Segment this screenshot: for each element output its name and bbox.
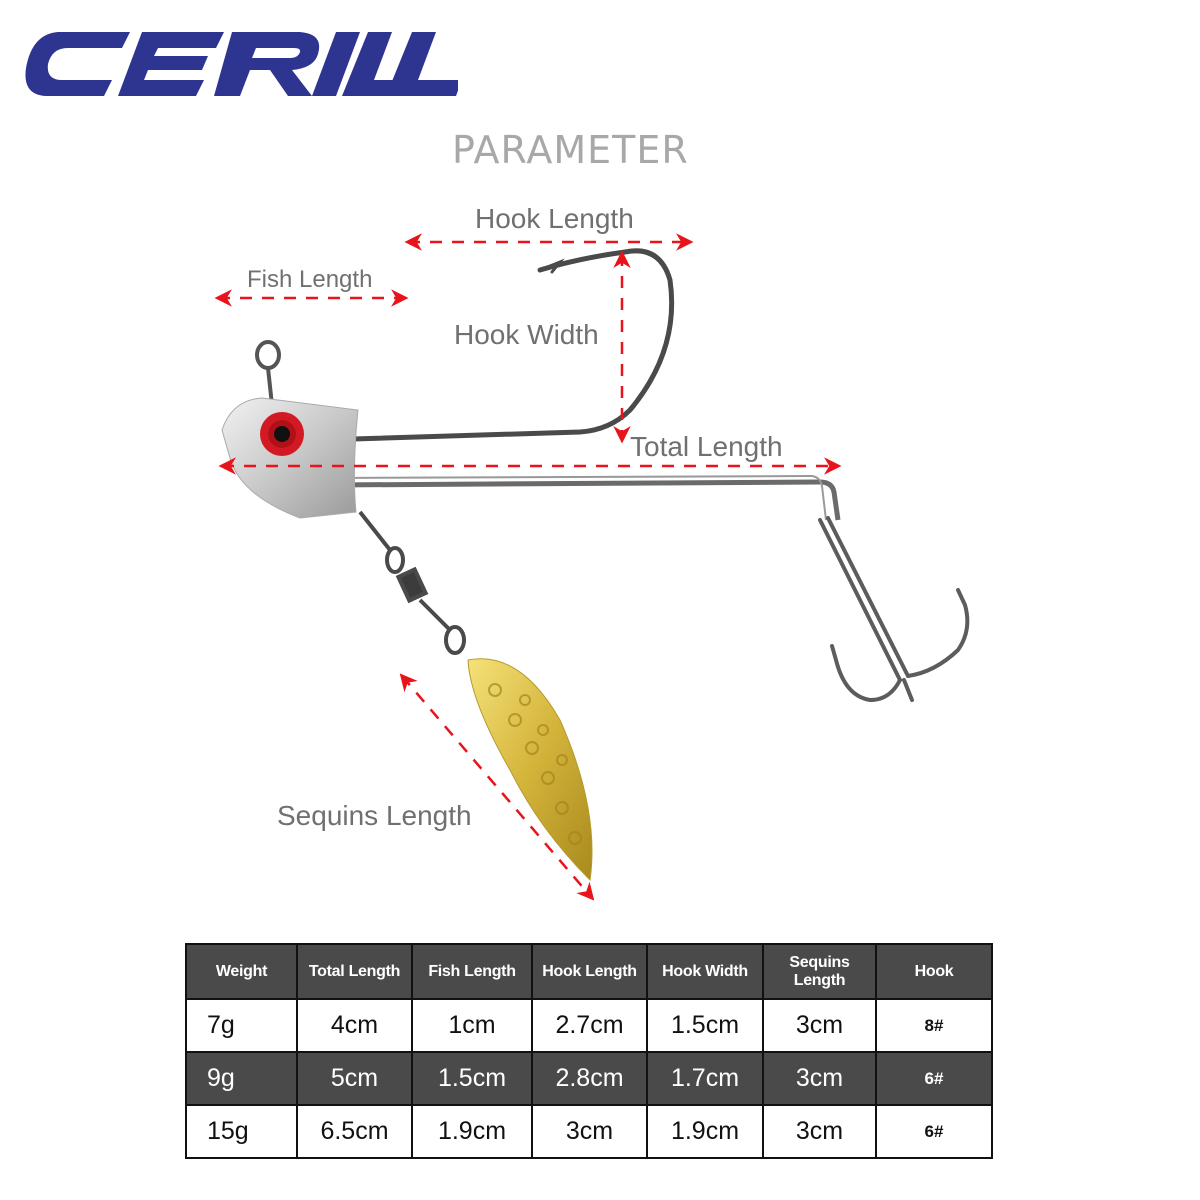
- table-row: 9g 5cm 1.5cm 2.8cm 1.7cm 3cm 6#: [185, 1051, 993, 1106]
- cell-hook-length: 3cm: [531, 1104, 648, 1159]
- table-row: 7g 4cm 1cm 2.7cm 1.5cm 3cm 8#: [185, 998, 993, 1053]
- cell-hook: 6#: [875, 1051, 993, 1106]
- fish-length-label: Fish Length: [247, 266, 373, 293]
- cell-weight: 15g: [185, 1104, 298, 1159]
- sequins-length-arrow: [399, 673, 595, 901]
- cell-total-length: 6.5cm: [296, 1104, 413, 1159]
- cell-hook-length: 2.8cm: [531, 1051, 648, 1106]
- header-weight: Weight: [185, 943, 298, 1000]
- cell-hook: 6#: [875, 1104, 993, 1159]
- cell-fish-length: 1.9cm: [411, 1104, 533, 1159]
- cell-total-length: 5cm: [296, 1051, 413, 1106]
- cell-weight: 7g: [185, 998, 298, 1053]
- cell-sequins-length: 3cm: [762, 998, 877, 1053]
- sequins-length-label: Sequins Length: [277, 800, 472, 831]
- total-length-label: Total Length: [630, 431, 783, 462]
- cell-hook-length: 2.7cm: [531, 998, 648, 1053]
- header-hook-width: Hook Width: [646, 943, 764, 1000]
- cell-hook: 8#: [875, 998, 993, 1053]
- cell-hook-width: 1.7cm: [646, 1051, 764, 1106]
- table-header-row: Weight Total Length Fish Length Hook Len…: [185, 943, 993, 1000]
- parameter-table: Weight Total Length Fish Length Hook Len…: [185, 943, 993, 1159]
- header-fish-length: Fish Length: [411, 943, 533, 1000]
- cell-total-length: 4cm: [296, 998, 413, 1053]
- cell-hook-width: 1.9cm: [646, 1104, 764, 1159]
- hook-length-label: Hook Length: [475, 203, 634, 234]
- jig-head-icon: [221, 397, 359, 519]
- cell-fish-length: 1.5cm: [411, 1051, 533, 1106]
- cell-sequins-length: 3cm: [762, 1051, 877, 1106]
- spinner-blade-icon: [467, 658, 593, 882]
- cell-weight: 9g: [185, 1051, 298, 1106]
- cerill-logo: [25, 32, 458, 96]
- cell-hook-width: 1.5cm: [646, 998, 764, 1053]
- cell-sequins-length: 3cm: [762, 1104, 877, 1159]
- header-sequins-length: Sequins Length: [762, 943, 877, 1000]
- dimension-arrows: [214, 233, 842, 901]
- header-hook-length: Hook Length: [531, 943, 648, 1000]
- product-diagram: [214, 233, 970, 901]
- cell-fish-length: 1cm: [411, 998, 533, 1053]
- header-total-length: Total Length: [296, 943, 413, 1000]
- header-hook: Hook: [875, 943, 993, 1000]
- hook-width-label: Hook Width: [454, 319, 599, 350]
- table-row: 15g 6.5cm 1.9cm 3cm 1.9cm 3cm 6#: [185, 1104, 993, 1159]
- page-title: PARAMETER: [452, 128, 689, 172]
